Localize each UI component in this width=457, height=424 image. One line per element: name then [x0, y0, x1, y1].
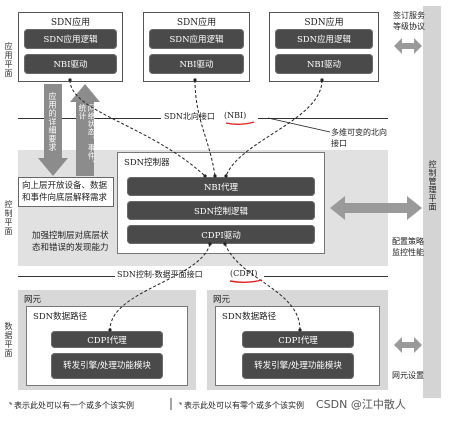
footer-note-1: 表示此处可以有一个或多个该实例	[14, 401, 134, 410]
controller-title: SDN控制器	[124, 158, 170, 168]
app-logic-box: SDN应用逻辑	[24, 29, 117, 49]
ne-title: 网元	[213, 295, 231, 305]
cdpi-line-right	[264, 276, 388, 277]
datapath-title: SDN数据路径	[222, 312, 277, 322]
sdn-app-box-2: SDN应用 SDN应用逻辑 NBI驱动	[143, 12, 250, 82]
enforce-note: 加强控制层对底层状态和错误的发现能力	[32, 231, 109, 253]
app-plane-label: 应用平面	[4, 42, 13, 78]
datapath-box: SDN数据路径 CDPI代理 转发引擎/处理功能模块	[26, 306, 188, 386]
nbi-underline	[225, 121, 255, 125]
nbi-abbr: (NBI)	[224, 111, 247, 120]
cdpi-line-left	[18, 276, 168, 277]
sdn-app-box-3: SDN应用 SDN应用逻辑 NBI驱动	[269, 12, 379, 82]
datapath-title: SDN数据路径	[33, 312, 88, 322]
controller-box: SDN控制器 NBI代理 SDN控制逻辑 CDPI驱动	[117, 152, 325, 254]
ne-setup-double-arrow	[394, 337, 422, 353]
cdpi-agent-box: CDPI代理	[51, 331, 163, 348]
cdpi-underline	[229, 279, 263, 283]
app-title: SDN应用	[50, 18, 91, 28]
sla-double-arrow	[394, 38, 422, 54]
data-plane-label: 数据平面	[4, 322, 13, 358]
ne-box-1: 网元 SDN数据路径 CDPI代理 转发引擎/处理功能模块	[18, 290, 196, 390]
forwarding-engine-box: 转发引擎/处理功能模块	[242, 353, 354, 379]
nbi-line-right	[258, 118, 388, 119]
nbi-driver-box: NBI驱动	[275, 54, 373, 74]
policy-note: 配置策略监控性能	[392, 237, 424, 257]
status-text: 网络状态、事件、统计	[78, 104, 96, 168]
datapath-box: SDN数据路径 CDPI代理 转发引擎/处理功能模块	[215, 306, 380, 386]
cdpi-driver-box: CDPI驱动	[127, 225, 315, 244]
footer-marker-2	[179, 402, 182, 405]
cdpi-agent-box: CDPI代理	[242, 331, 354, 348]
cdpi-abbr: (CDPI)	[229, 269, 259, 278]
forwarding-engine-box: 转发引擎/处理功能模块	[51, 353, 163, 379]
csdn-watermark: CSDN @江中散人	[316, 396, 406, 412]
nbi-agent-box: NBI代理	[127, 177, 315, 196]
app-title: SDN应用	[304, 18, 344, 28]
sla-note: 签订服务等级协议	[393, 11, 425, 31]
ne-title: 网元	[24, 295, 42, 305]
app-title: SDN应用	[176, 18, 217, 28]
nbi-label: SDN北向接口	[164, 112, 215, 121]
control-plane-label: 控制平面	[4, 200, 13, 236]
management-plane-bar	[423, 6, 441, 398]
nbi-driver-box: NBI驱动	[149, 54, 244, 74]
nbi-note-pointer	[267, 117, 331, 133]
footer-marker-1	[9, 402, 12, 405]
footer-note-2: 表示此处可以有零个或多个该实例	[184, 401, 304, 410]
ne-box-2: 网元 SDN数据路径 CDPI代理 转发引擎/处理功能模块	[207, 290, 388, 390]
nbi-driver-box: NBI驱动	[24, 54, 117, 74]
expose-note: 向上层开放设备、数据和事件向底层解释需求	[18, 177, 114, 207]
status-up-arrow: 网络状态、事件、统计	[70, 84, 100, 176]
requirements-text: 应用的详细要求	[48, 92, 57, 152]
app-logic-box: SDN应用逻辑	[275, 29, 373, 49]
cdpi-label: SDN控制-数据平面接口	[115, 269, 205, 280]
nbi-variable-note: 多维可变的北向接口	[331, 128, 387, 148]
sdn-app-box-1: SDN应用 SDN应用逻辑 NBI驱动	[18, 12, 123, 82]
ne-setup-note: 网元设置	[392, 371, 424, 380]
management-plane-label: 控制管理平面	[428, 160, 437, 211]
controller-logic-box: SDN控制逻辑	[127, 201, 315, 220]
requirements-down-arrow: 应用的详细要求	[38, 84, 68, 176]
app-logic-box: SDN应用逻辑	[149, 29, 244, 49]
